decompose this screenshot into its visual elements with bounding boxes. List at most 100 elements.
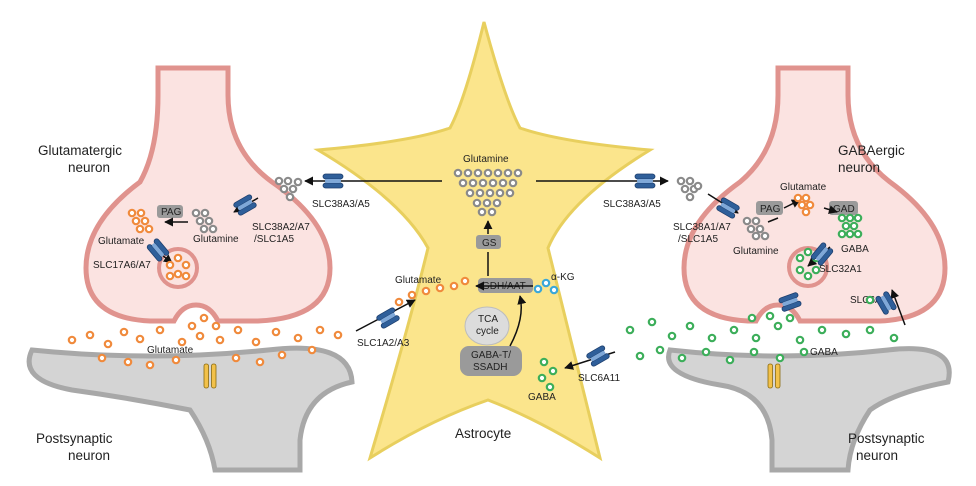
- slc38a3-a5-right-transporter: [634, 173, 656, 189]
- glutamate-molecule: [801, 193, 811, 203]
- gaba-molecule: [635, 351, 645, 361]
- right-pag-arrow: [767, 217, 779, 223]
- glutamine-molecule: [472, 198, 482, 208]
- glutamine-molecule: [482, 198, 492, 208]
- gaba-molecule: [849, 221, 859, 231]
- glutamate-molecule: [127, 208, 137, 218]
- gaba-molecule: [685, 321, 695, 331]
- glutamate-molecule: [233, 325, 243, 335]
- glutamine-molecule: [199, 224, 209, 234]
- right-cleft-gaba-label: GABA: [810, 347, 838, 358]
- glutamate-molecule: [307, 345, 317, 355]
- glutamate-molecule: [435, 283, 445, 293]
- gaba-molecule: [795, 253, 805, 263]
- gad-enzyme-box: GAD: [829, 201, 858, 215]
- gaba-molecule: [655, 345, 665, 355]
- glutamate-molecule: [135, 224, 145, 234]
- gaba-molecule: [865, 295, 875, 305]
- gaba-molecule: [729, 325, 739, 335]
- postsynaptic-neuron-right: [666, 346, 952, 473]
- right-vesicle-gaba-label: GABA: [841, 244, 869, 255]
- right-glutamate-label: Glutamate: [780, 182, 827, 193]
- slc38a2-a7-label-1: SLC38A2/A7: [252, 222, 310, 233]
- gaba-molecule: [799, 347, 809, 357]
- glutamine-molecule: [485, 188, 495, 198]
- svg-text:cycle: cycle: [476, 326, 499, 337]
- gaba-molecule: [803, 271, 813, 281]
- gaba-molecule: [548, 366, 558, 376]
- glutamine-molecule: [191, 208, 201, 218]
- glutamine-molecule: [751, 216, 761, 226]
- gaba-molecule: [751, 333, 761, 343]
- gaba-molecule: [845, 213, 855, 223]
- glutamine-molecule: [488, 178, 498, 188]
- tca-cycle-ellipse: TCA cycle: [464, 306, 510, 346]
- glutamate-molecule: [187, 321, 197, 331]
- glutamate-molecule: [136, 208, 146, 218]
- glutamate-molecule: [119, 327, 129, 337]
- glutamate-molecule: [67, 335, 77, 345]
- glutamate-molecule: [407, 290, 417, 300]
- glutamate-molecule: [165, 271, 175, 281]
- right-glutamine-label: Glutamine: [733, 246, 779, 257]
- glutamine-molecule: [478, 178, 488, 188]
- glutamine-molecule: [283, 176, 293, 186]
- gabaergic-neuron-label-2: neuron: [838, 160, 880, 175]
- glutamine-molecule: [285, 192, 295, 202]
- glutamate-molecule: [173, 269, 183, 279]
- gaba-molecule: [765, 311, 775, 321]
- slc6a1-uptake-arrow: [890, 289, 906, 326]
- glutamine-molecule: [685, 192, 695, 202]
- glutamate-molecule: [801, 207, 811, 217]
- slc38a3-a5-right-label: SLC38A3/A5: [603, 199, 661, 210]
- slc6a11-transporter: [585, 344, 611, 368]
- glutamate-molecule: [145, 360, 155, 370]
- gaba-molecule: [775, 353, 785, 363]
- glutamate-molecule: [797, 200, 807, 210]
- glutamate-molecule: [144, 224, 154, 234]
- gaba-molecule: [785, 313, 795, 323]
- svg-text:GS: GS: [482, 238, 497, 249]
- glutamine-molecule: [463, 168, 473, 178]
- glutamine-molecule: [195, 216, 205, 226]
- glutamine-molecule: [493, 168, 503, 178]
- glutamate-molecule: [199, 313, 209, 323]
- glutamate-molecule: [231, 353, 241, 363]
- gaba-molecule: [841, 221, 851, 231]
- svg-text:GABA-T/: GABA-T/: [471, 350, 511, 361]
- glutamine-molecule: [483, 168, 493, 178]
- glutamine-molecule: [680, 184, 690, 194]
- glutamine-molecule: [742, 216, 752, 226]
- slc17a6-a7-label: SLC17A6/A7: [93, 260, 151, 271]
- glutamine-molecule: [274, 176, 284, 186]
- right-pag-enzyme-box: PAG: [756, 201, 783, 215]
- glutamine-molecule: [288, 184, 298, 194]
- glutamate-molecule: [85, 330, 95, 340]
- gaba-molecule: [537, 373, 547, 383]
- slc38a3-a5-left-transporter: [322, 173, 344, 189]
- slc1a2-a3-label: SLC1A2/A3: [357, 338, 410, 349]
- glutamate-molecule: [181, 260, 191, 270]
- gaba-molecule: [701, 347, 711, 357]
- gabaergic-presynaptic-terminal: [681, 65, 948, 324]
- glutamate-molecule: [135, 334, 145, 344]
- gaba-molecule: [817, 325, 827, 335]
- gaba-molecule: [853, 213, 863, 223]
- glutamate-molecule: [195, 331, 205, 341]
- glutamine-molecule: [495, 188, 505, 198]
- glutamine-molecule: [746, 224, 756, 234]
- gaba-to-tca-arrow: [509, 295, 527, 347]
- postsynaptic-right-label-1: Postsynaptic: [848, 431, 925, 446]
- glutamate-molecule: [211, 321, 221, 331]
- left-cleft-glutamate-label: Glutamate: [147, 345, 194, 356]
- gaba-molecule: [853, 229, 863, 239]
- glutamine-molecule: [685, 176, 695, 186]
- postsynaptic-right-label-2: neuron: [856, 448, 898, 463]
- astro-glutamine-label: Glutamine: [463, 154, 509, 165]
- glutamine-molecule: [204, 216, 214, 226]
- glutamine-molecule: [477, 207, 487, 217]
- glutamate-molecule: [333, 330, 343, 340]
- glutamine-molecule: [279, 184, 289, 194]
- left-glutamate-label: Glutamate: [98, 236, 145, 247]
